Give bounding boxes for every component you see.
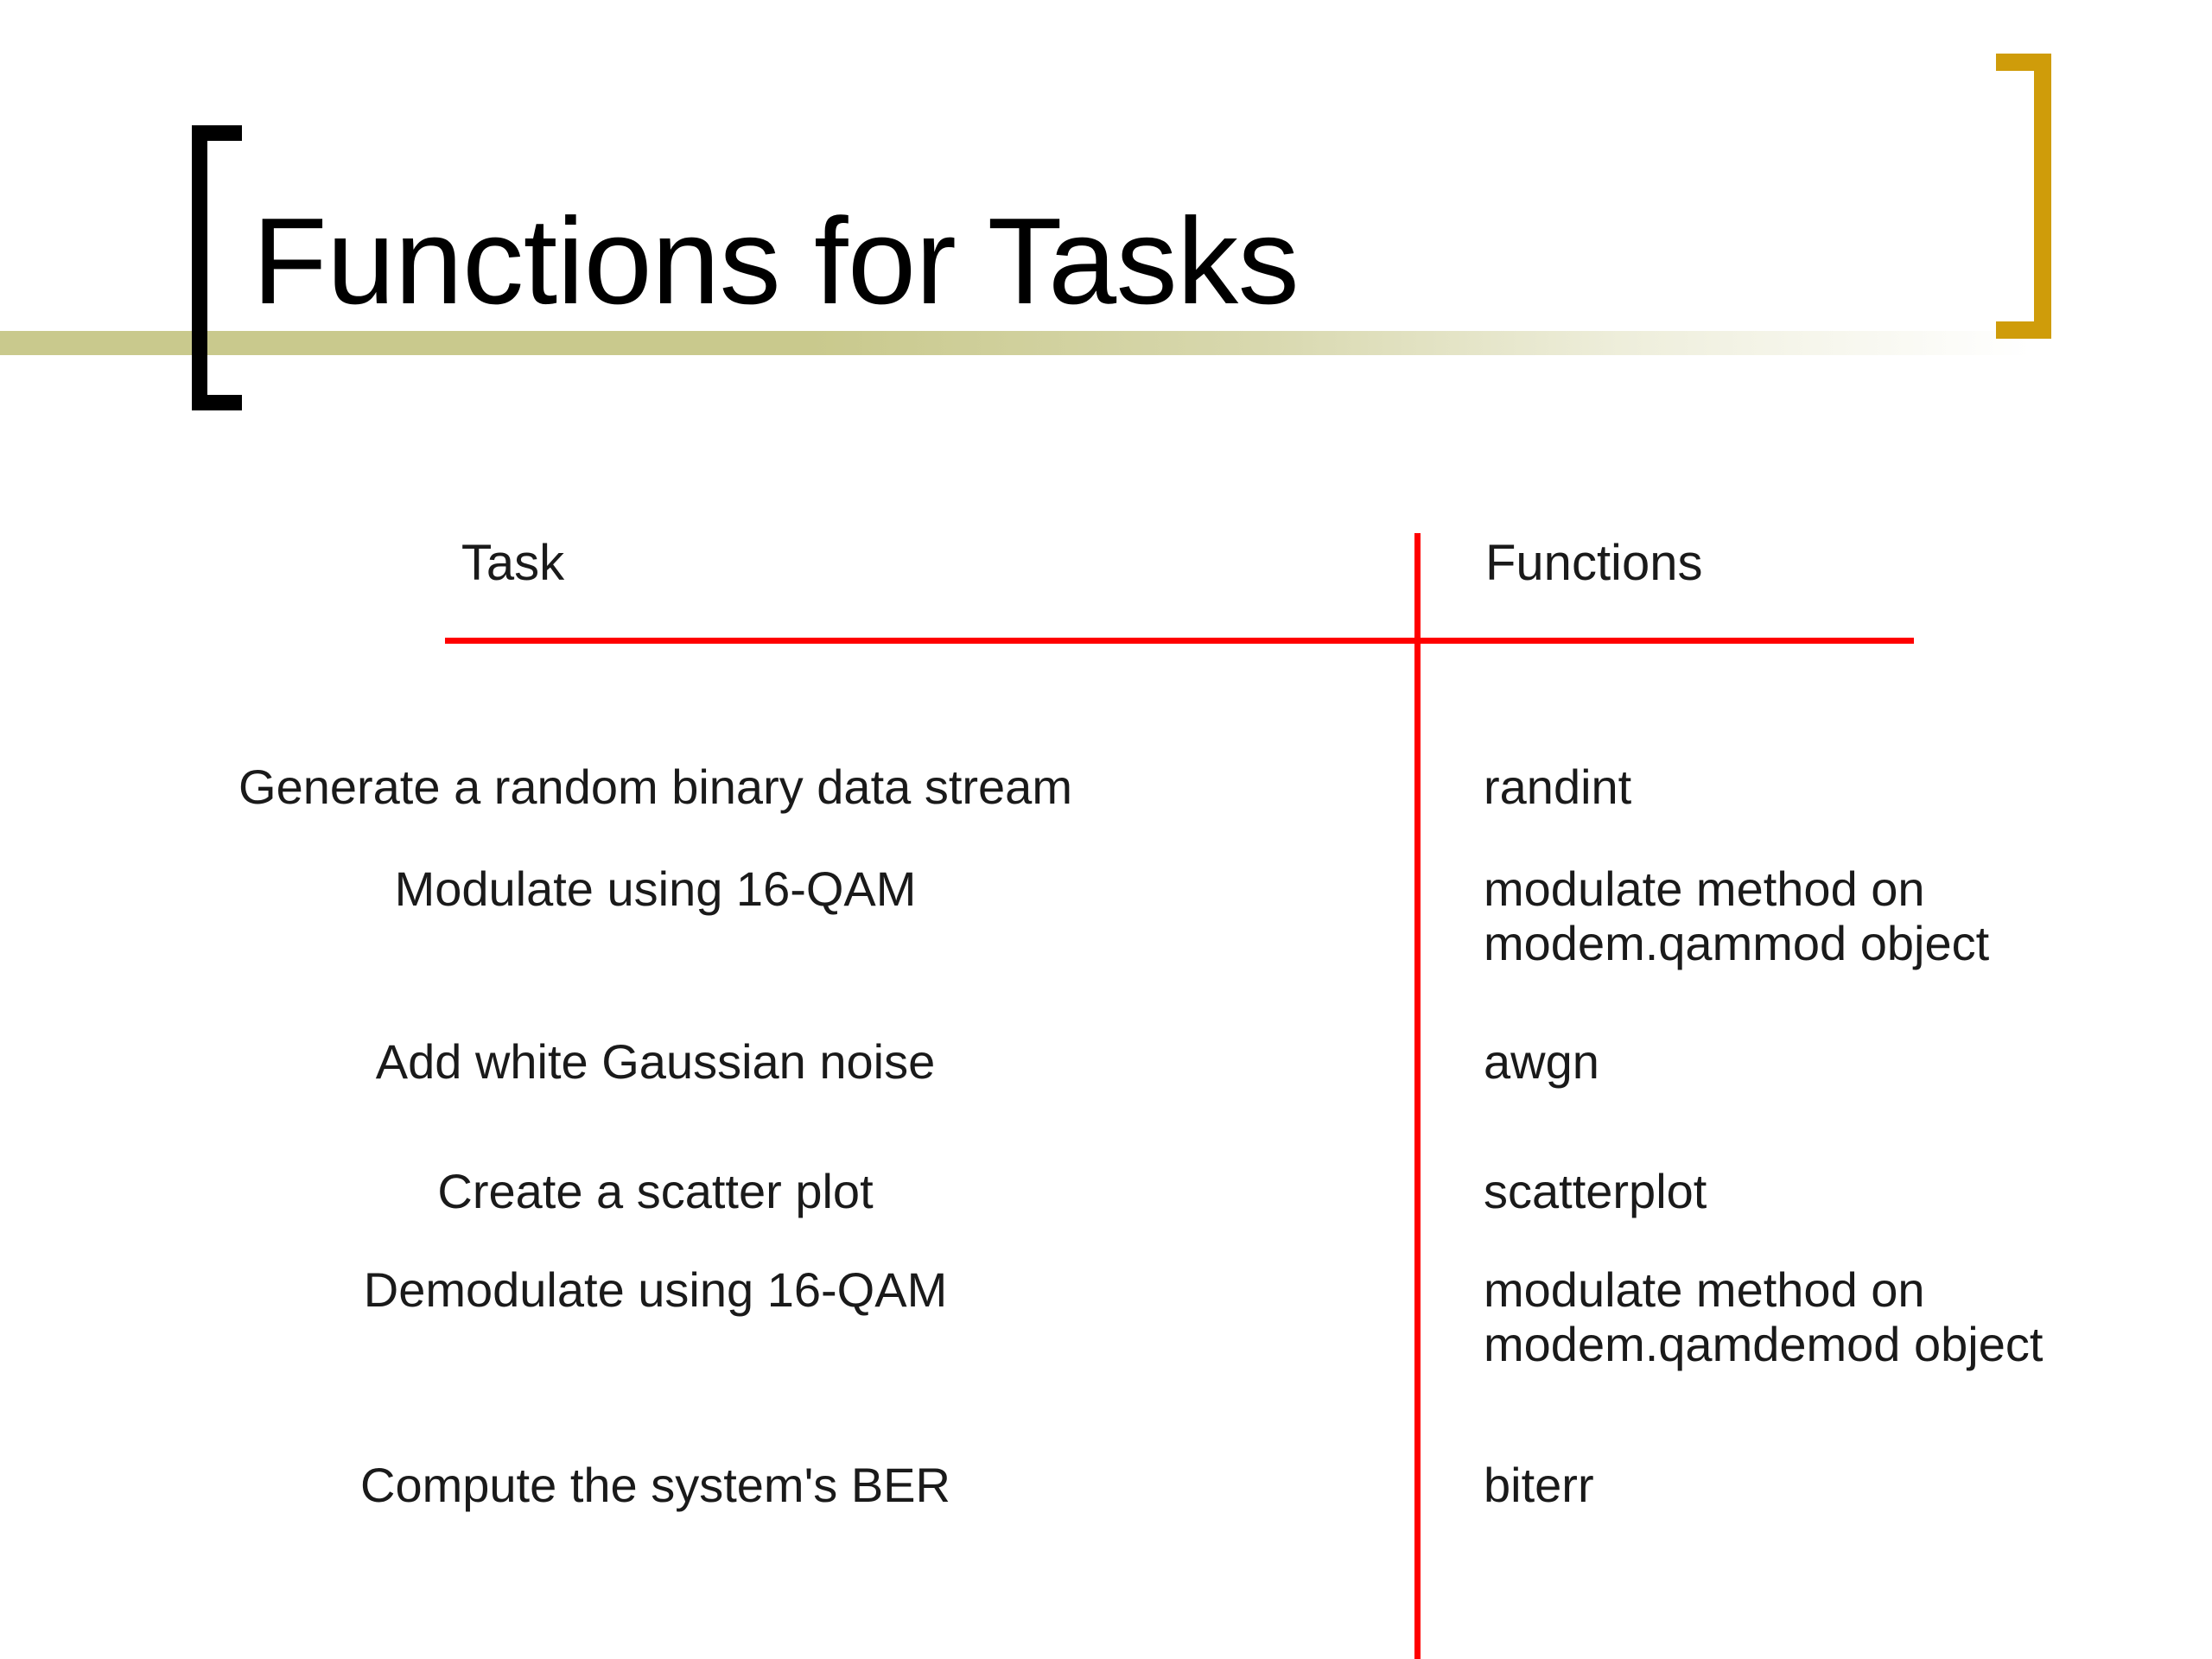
title-accent-band bbox=[0, 331, 2031, 355]
page-title: Functions for Tasks bbox=[252, 193, 1300, 330]
table-row: Compute the system's BER biterr bbox=[0, 1458, 2212, 1513]
task-cell: Compute the system's BER bbox=[360, 1458, 950, 1512]
column-header-task: Task bbox=[461, 535, 565, 591]
table-row: Generate a random binary data stream ran… bbox=[0, 760, 2212, 815]
function-cell: modulate method on modem.qammod object bbox=[1484, 861, 1990, 970]
table-row: Demodulate using 16-QAM modulate method … bbox=[0, 1262, 2212, 1371]
table-column-divider bbox=[1414, 533, 1421, 1659]
table-row: Create a scatter plot scatterplot bbox=[0, 1164, 2212, 1219]
right-bracket-decoration bbox=[1996, 54, 2051, 339]
table-header-rule bbox=[445, 638, 1914, 644]
function-cell: scatterplot bbox=[1484, 1164, 1707, 1218]
function-cell: biterr bbox=[1484, 1458, 1594, 1512]
function-cell: randint bbox=[1484, 760, 1632, 814]
column-header-functions: Functions bbox=[1485, 535, 1703, 591]
task-cell: Modulate using 16-QAM bbox=[394, 861, 917, 916]
function-cell: modulate method on modem.qamdemod object bbox=[1484, 1262, 2044, 1371]
task-cell: Create a scatter plot bbox=[437, 1164, 874, 1218]
task-cell: Add white Gaussian noise bbox=[375, 1034, 936, 1089]
table-header-row: Task Functions bbox=[0, 535, 2212, 592]
left-bracket-decoration bbox=[192, 125, 242, 410]
task-cell: Generate a random binary data stream bbox=[238, 760, 1072, 814]
function-cell: awgn bbox=[1484, 1034, 1599, 1089]
task-cell: Demodulate using 16-QAM bbox=[363, 1262, 948, 1317]
table-row: Modulate using 16-QAM modulate method on… bbox=[0, 861, 2212, 970]
table-row: Add white Gaussian noise awgn bbox=[0, 1034, 2212, 1090]
